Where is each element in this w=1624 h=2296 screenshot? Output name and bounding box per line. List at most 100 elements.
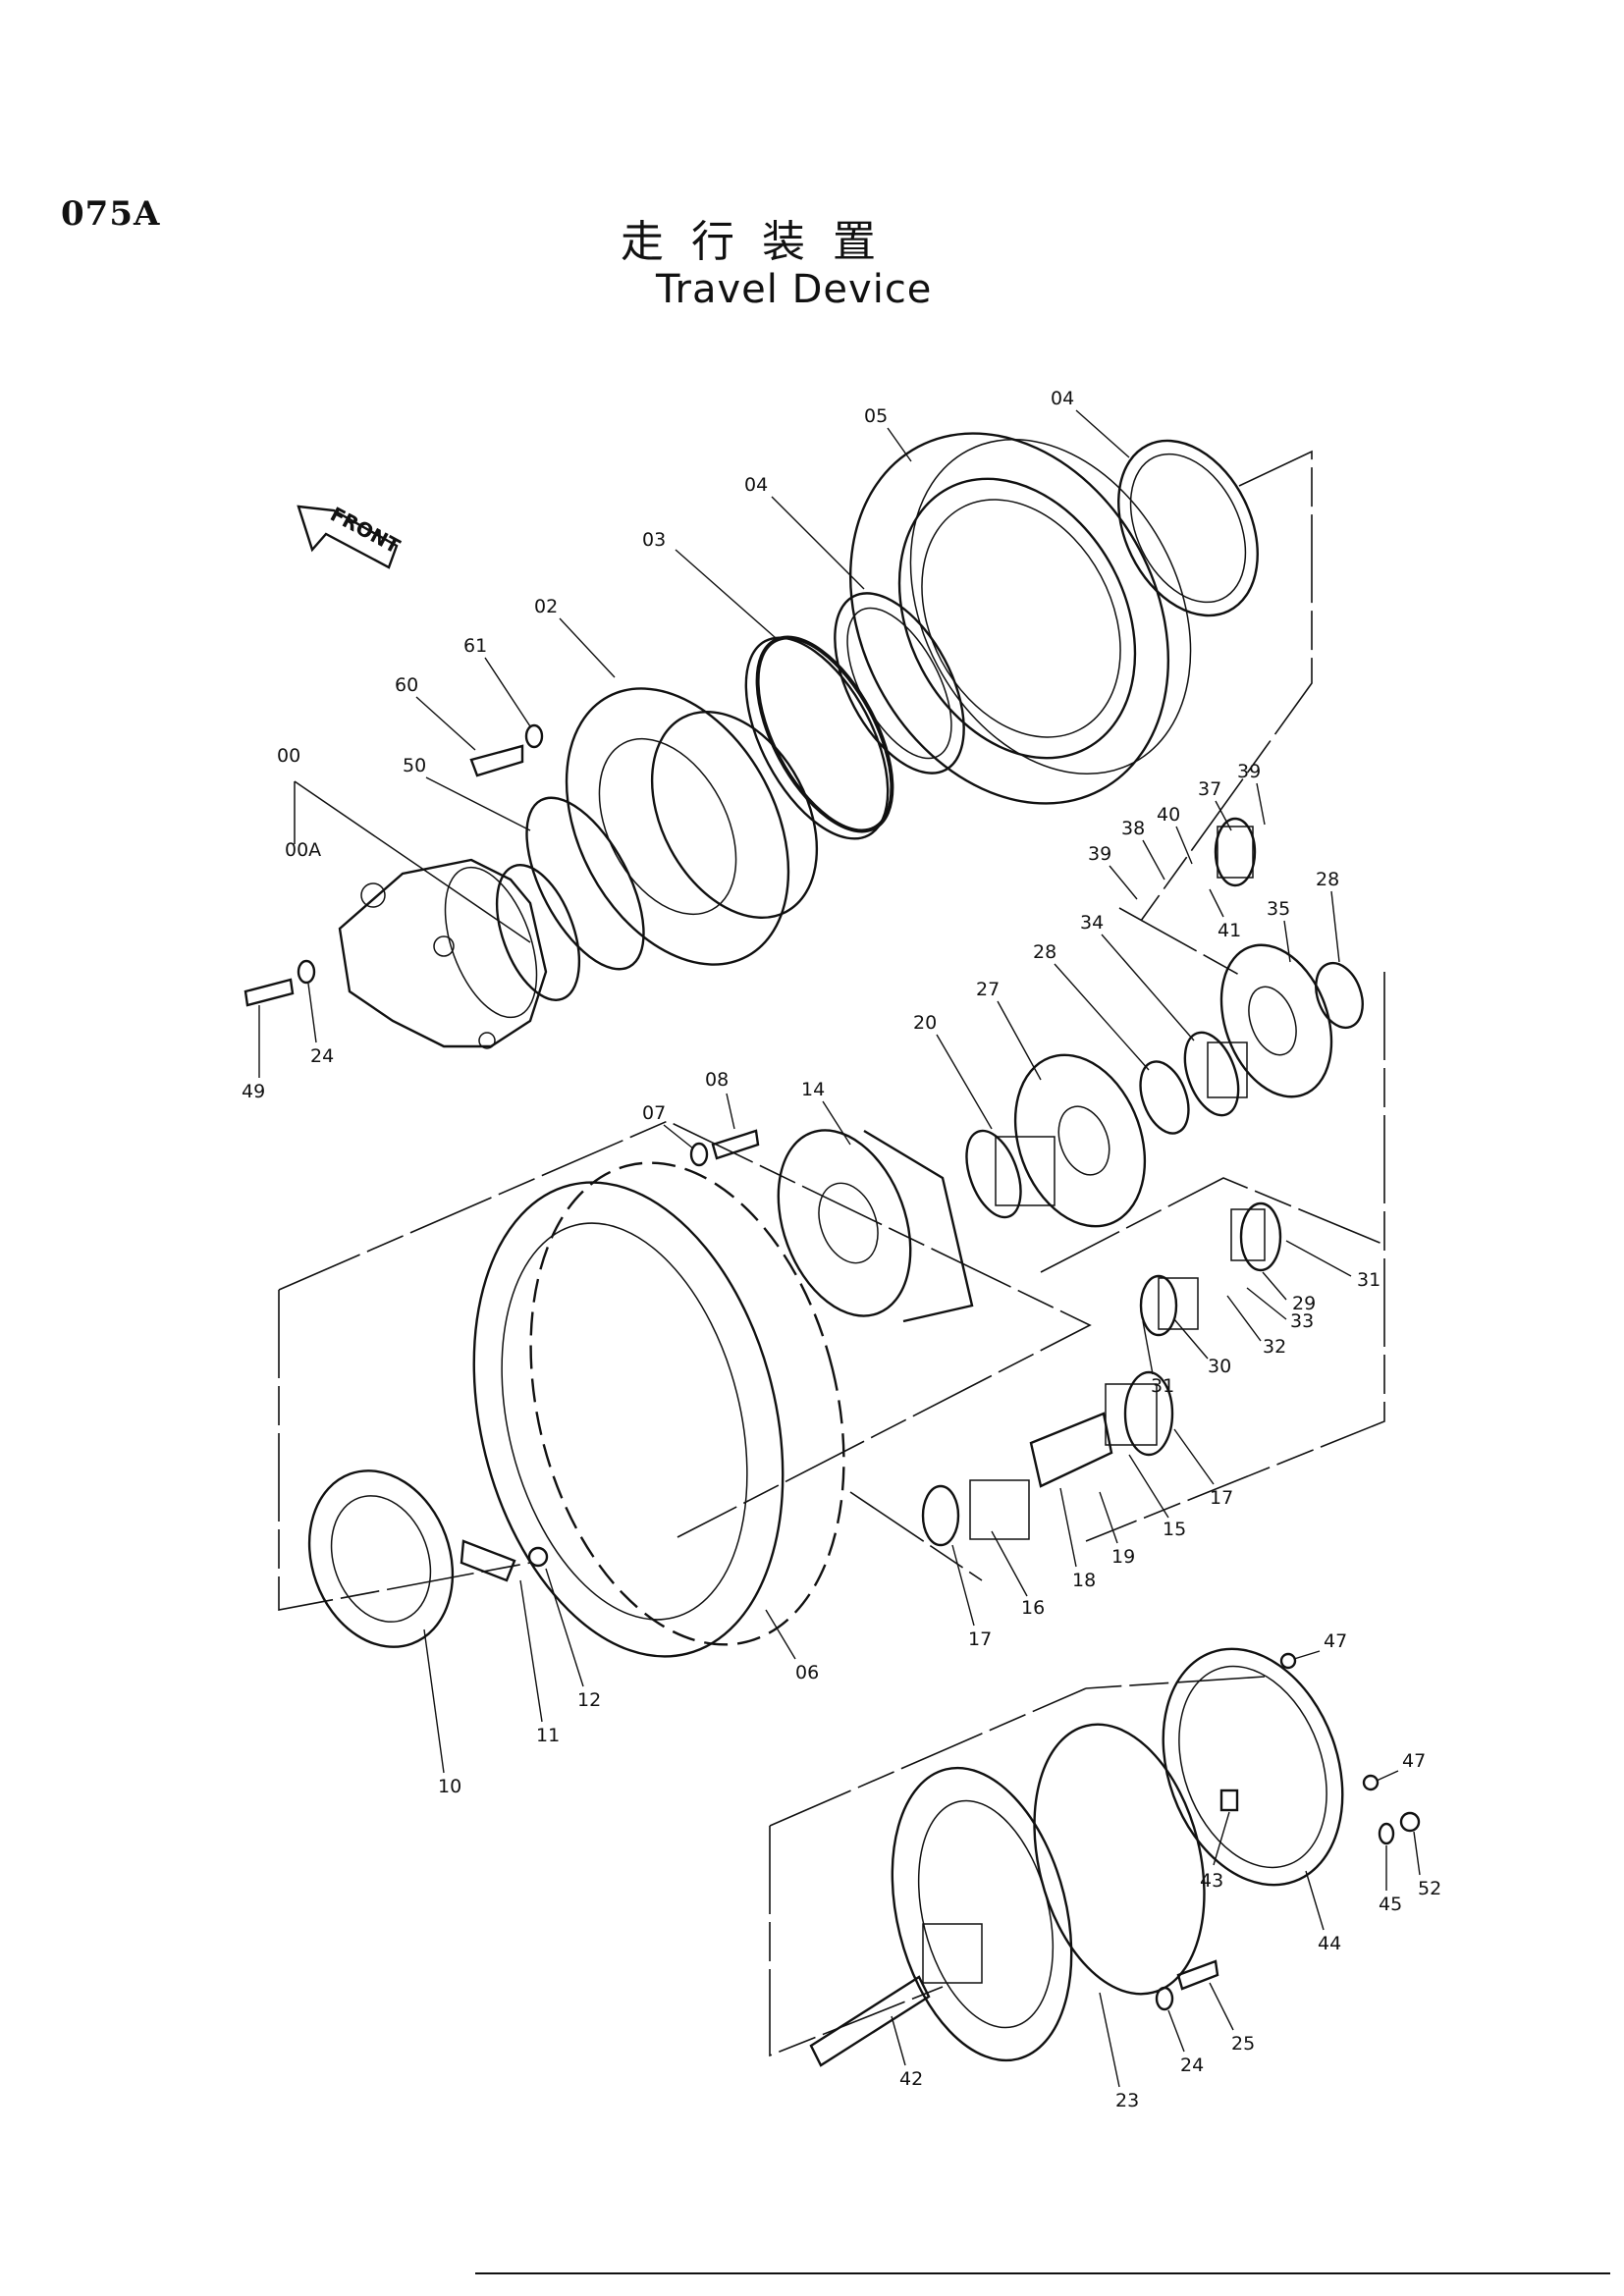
callout: 16	[1021, 1597, 1045, 1619]
callout: 47	[1402, 1750, 1426, 1772]
callout: 45	[1379, 1894, 1402, 1915]
part-47-plug	[1279, 1652, 1297, 1670]
callout: 30	[1208, 1356, 1231, 1377]
callout: 37	[1198, 778, 1221, 800]
part-04-seal-small	[834, 592, 965, 774]
part-05-housing	[848, 432, 1192, 805]
callout: 31	[1151, 1375, 1174, 1397]
part-49-bolt	[244, 978, 295, 1007]
callout: 18	[1072, 1570, 1096, 1591]
part-04-seal-large	[1117, 439, 1259, 617]
callout: 05	[864, 405, 888, 427]
part-34-gear	[1183, 1031, 1248, 1117]
part-42-shaft	[809, 1923, 983, 2067]
part-60-bolt	[469, 744, 524, 777]
callout: 19	[1111, 1546, 1135, 1568]
part-47-plug-lower	[1362, 1774, 1380, 1791]
part-07-washer	[689, 1142, 709, 1167]
callout: 03	[642, 529, 666, 551]
part-06-ring-gear	[472, 1161, 845, 1658]
callout: 06	[795, 1662, 819, 1683]
callout: 12	[577, 1689, 601, 1711]
callout: 25	[1231, 2033, 1255, 2055]
callout: 41	[1218, 920, 1241, 941]
part-52-bolt	[1399, 1811, 1421, 1833]
part-12-bolt	[527, 1546, 549, 1568]
callout: 52	[1418, 1878, 1441, 1899]
part-03-ring	[744, 635, 894, 840]
part-02-flange	[565, 687, 819, 966]
page-code: 075A	[61, 194, 161, 234]
part-00-motor	[338, 858, 581, 1049]
part-16-bearings	[921, 1479, 1030, 1547]
callout: 23	[1115, 2090, 1139, 2111]
part-37-planet-gear	[1214, 817, 1257, 887]
callout: 60	[395, 674, 418, 696]
callout: 07	[642, 1102, 666, 1124]
part-50-o-ring	[525, 796, 645, 971]
part-10-flange-ring	[307, 1469, 455, 1648]
group-bracket-lines	[278, 450, 1385, 2057]
part-24-washer-lower	[1155, 1986, 1174, 2011]
title-english: Travel Device	[656, 267, 933, 312]
callout: 17	[968, 1629, 992, 1650]
part-28-washer-upper	[1315, 961, 1364, 1030]
callouts: 00 00A 02 03 04 04 05 06 07 08 10 11 12 …	[242, 388, 1441, 2111]
part-08-bolt	[711, 1129, 760, 1160]
callout: 24	[1180, 2055, 1204, 2076]
fasteners	[244, 723, 1421, 2011]
callout: 11	[536, 1725, 560, 1746]
part-61-washer	[524, 723, 544, 749]
callout: 42	[899, 2068, 923, 2090]
part-44-cover	[1162, 1647, 1344, 1887]
callout: 27	[976, 979, 1000, 1000]
title-japanese: 走行装置	[621, 217, 903, 267]
callout: 14	[801, 1079, 825, 1100]
callout: 49	[242, 1081, 265, 1102]
callout: 34	[1080, 912, 1104, 934]
front-arrow-label: FRONT	[327, 502, 405, 558]
part-14-carrier	[777, 1129, 974, 1323]
part-20-gear	[965, 1129, 1056, 1219]
callout: 44	[1318, 1933, 1341, 1954]
front-arrow-icon: FRONT	[297, 502, 405, 569]
callout: 39	[1237, 761, 1261, 782]
part-35-carrier	[1219, 943, 1333, 1098]
callout: 10	[438, 1776, 461, 1797]
callout: 17	[1210, 1487, 1233, 1509]
callout: 04	[1051, 388, 1074, 409]
callout: 20	[913, 1012, 937, 1034]
callout: 02	[534, 596, 558, 617]
part-25-bolt	[1176, 1959, 1219, 1991]
part-11-lock-plate	[460, 1539, 516, 1582]
callout: 28	[1033, 941, 1056, 963]
callout: 04	[744, 474, 768, 496]
callout: 31	[1357, 1269, 1380, 1291]
callout: 35	[1267, 898, 1290, 920]
part-30-bearing	[1139, 1274, 1199, 1337]
callout: 00A	[285, 839, 321, 861]
part-43-plug	[1219, 1789, 1239, 1812]
callout: 32	[1263, 1336, 1286, 1358]
callout: 50	[403, 755, 426, 776]
callout: 39	[1088, 843, 1111, 865]
callout: 28	[1316, 869, 1339, 890]
part-45-washer	[1378, 1822, 1395, 1845]
callout: 38	[1121, 818, 1145, 839]
part-24-washer	[297, 959, 316, 985]
callout: 43	[1200, 1870, 1223, 1892]
callout: 61	[463, 635, 487, 657]
part-18-shaft	[1029, 1412, 1113, 1488]
callout: 24	[310, 1045, 334, 1067]
callout: 33	[1290, 1310, 1314, 1332]
callout: 47	[1324, 1630, 1347, 1652]
callout: 00	[277, 745, 300, 767]
callout: 15	[1163, 1519, 1186, 1540]
callout: 08	[705, 1069, 729, 1091]
part-28-washer	[1139, 1060, 1190, 1135]
part-29-planet-gear	[1230, 1201, 1282, 1272]
part-27-carrier	[1013, 1053, 1147, 1228]
callout: 29	[1292, 1293, 1316, 1314]
callout: 40	[1157, 804, 1180, 826]
